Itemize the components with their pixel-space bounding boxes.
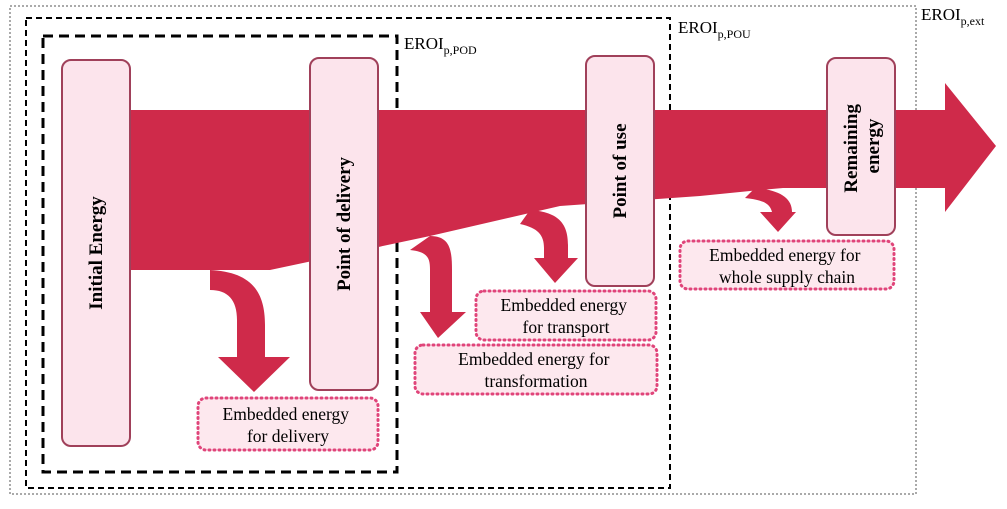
- note-supply-chain: Embedded energy for whole supply chain: [678, 239, 896, 291]
- note-supply-chain-line-1: Embedded energy for: [709, 245, 860, 265]
- note-supply-chain-line-2: whole supply chain: [719, 267, 855, 287]
- note-delivery-line-1: Embedded energy: [223, 404, 350, 424]
- stage-point-of-use: Point of use: [585, 55, 655, 287]
- loss-arrow-transformation: [410, 236, 466, 338]
- boundary-ext: [9, 5, 917, 495]
- note-transformation-text: Embedded energy for transformation: [458, 349, 614, 391]
- note-supply-chain-text: Embedded energy for whole supply chain: [709, 245, 865, 287]
- remaining-energy-line-2: energy: [863, 118, 884, 173]
- label-eroi-pod-main: EROI: [404, 34, 444, 53]
- stage-initial-energy: Initial Energy: [61, 59, 131, 447]
- label-eroi-pou: EROIp,POU: [678, 18, 751, 41]
- note-transformation-line-1: Embedded energy for: [458, 349, 609, 369]
- note-delivery-text: Embedded energy for delivery: [223, 404, 354, 446]
- note-transformation: Embedded energy for transformation: [413, 343, 659, 396]
- stage-label-point-of-use: Point of use: [610, 124, 631, 219]
- label-eroi-ext-sub: p,ext: [961, 14, 985, 28]
- stage-remaining-energy: Remaining energy: [826, 57, 896, 236]
- label-eroi-pou-main: EROI: [678, 18, 718, 37]
- label-eroi-ext: EROIp,ext: [921, 5, 985, 28]
- stage-label-point-of-delivery: Point of delivery: [334, 156, 355, 291]
- note-delivery: Embedded energy for delivery: [196, 396, 380, 452]
- stage-label-initial-energy: Initial Energy: [86, 196, 107, 310]
- label-eroi-pod: EROIp,POD: [404, 34, 477, 57]
- label-eroi-pou-sub: p,POU: [718, 27, 751, 41]
- boundary-pou: [25, 17, 671, 489]
- note-transport: Embedded energy for transport: [474, 289, 658, 342]
- note-transformation-line-2: transformation: [484, 371, 587, 391]
- label-eroi-ext-main: EROI: [921, 5, 961, 24]
- remaining-energy-line-1: Remaining: [841, 104, 862, 193]
- note-transport-line-2: for transport: [523, 317, 610, 337]
- loss-arrow-supply-chain: [745, 188, 796, 232]
- note-delivery-line-2: for delivery: [247, 426, 329, 446]
- stage-point-of-delivery: Point of delivery: [309, 57, 379, 391]
- boundary-pod: [41, 34, 399, 474]
- loss-arrow-transport: [520, 210, 578, 283]
- label-eroi-pod-sub: p,POD: [444, 43, 477, 57]
- note-transport-line-1: Embedded energy: [501, 295, 628, 315]
- note-transport-text: Embedded energy for transport: [501, 295, 632, 337]
- stage-label-remaining-energy: Remaining energy: [841, 99, 884, 192]
- loss-arrow-delivery: [210, 270, 290, 392]
